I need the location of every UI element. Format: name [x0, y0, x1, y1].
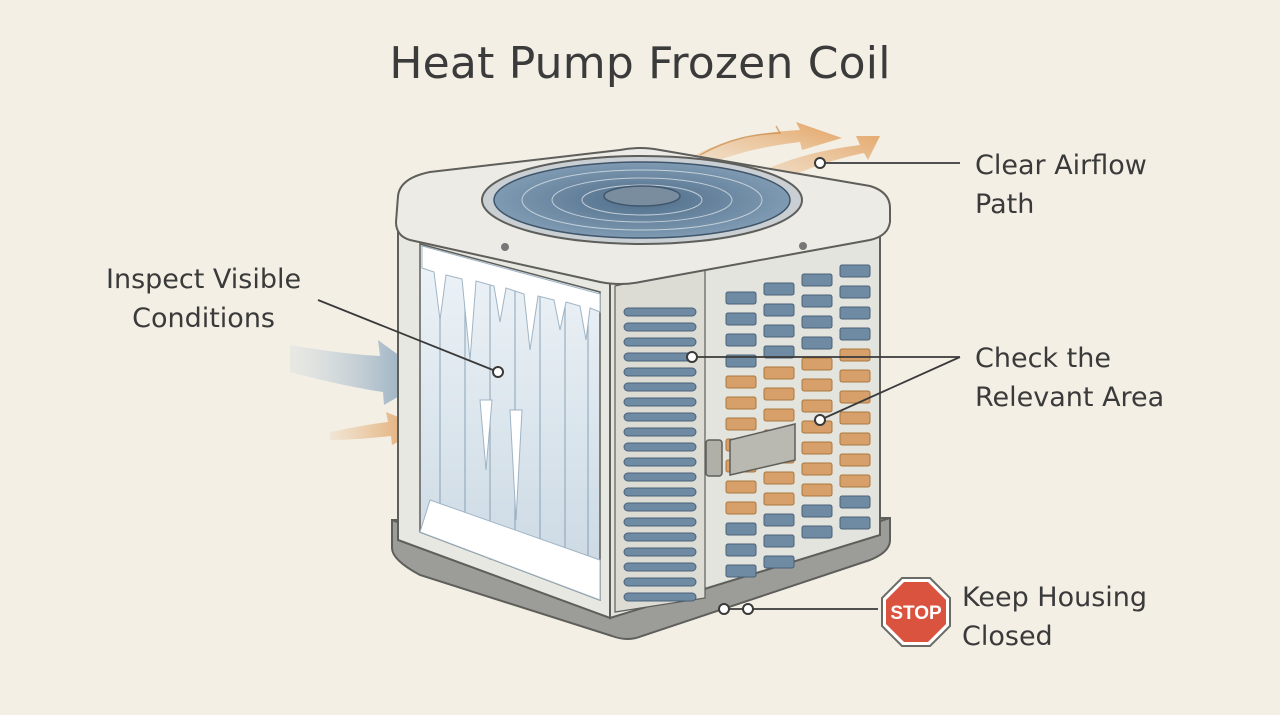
- leader-dots: [492, 157, 826, 615]
- leader-inspect: [317, 299, 499, 373]
- vent-slot: [623, 427, 697, 437]
- stop-sign-icon: STOP: [881, 577, 951, 647]
- callout-check-line2: Relevant Area: [975, 382, 1165, 413]
- vent-slot: [839, 285, 871, 299]
- vent-slot: [839, 495, 871, 509]
- vent-slot: [801, 504, 833, 518]
- vent-slot: [801, 525, 833, 539]
- vent-slot: [623, 592, 697, 602]
- callout-inspect-line1: Inspect Visible: [106, 264, 302, 295]
- callout-housing-line2: Closed: [962, 621, 1053, 652]
- callout-check-line1: Check the: [975, 343, 1111, 374]
- page-title: Heat Pump Frozen Coil: [389, 38, 891, 89]
- vent-slot: [725, 480, 757, 494]
- vent-slot: [763, 387, 795, 401]
- vent-slot: [839, 516, 871, 530]
- vent-slot: [801, 378, 833, 392]
- vent-slot: [623, 337, 697, 347]
- callout-inspect: Inspect Visible Conditions: [106, 260, 301, 338]
- vent-slot: [763, 513, 795, 527]
- vent-slot: [763, 408, 795, 422]
- vent-slot: [763, 555, 795, 569]
- vent-slot: [725, 291, 757, 305]
- vent-slot: [763, 534, 795, 548]
- vent-slot: [725, 354, 757, 368]
- vent-slot: [763, 492, 795, 506]
- side-panel: [609, 220, 881, 620]
- vent-slot: [725, 375, 757, 389]
- vent-slot: [839, 369, 871, 383]
- vent-slot: [623, 457, 697, 467]
- callout-airflow: Clear Airflow Path: [975, 146, 1147, 224]
- vent-slot: [801, 399, 833, 413]
- callout-housing-line1: Keep Housing: [962, 582, 1148, 613]
- vent-slot: [725, 312, 757, 326]
- vent-slot: [623, 397, 697, 407]
- vent-slot: [623, 517, 697, 527]
- callout-housing: Keep Housing Closed: [962, 578, 1147, 656]
- vent-slot: [623, 382, 697, 392]
- vent-slot: [839, 453, 871, 467]
- vent-slot: [623, 577, 697, 587]
- vent-slot: [801, 357, 833, 371]
- vent-slot: [839, 348, 871, 362]
- vent-slot: [725, 396, 757, 410]
- vent-slot: [839, 411, 871, 425]
- vent-slot: [725, 564, 757, 578]
- vent-slot: [623, 352, 697, 362]
- vent-slot: [725, 501, 757, 515]
- callout-airflow-line2: Path: [975, 189, 1035, 220]
- vent-slot: [623, 307, 697, 317]
- vent-slot: [839, 327, 871, 341]
- vent-slot: [623, 367, 697, 377]
- vent-slot: [801, 441, 833, 455]
- vent-slot: [725, 417, 757, 431]
- vent-slot: [763, 366, 795, 380]
- vent-slot: [763, 324, 795, 338]
- stop-sign-text: STOP: [890, 603, 942, 624]
- vent-slot: [623, 472, 697, 482]
- vent-slot: [839, 474, 871, 488]
- leader-check: [692, 356, 961, 421]
- vent-slot: [801, 336, 833, 350]
- vent-slot: [623, 547, 697, 557]
- vent-slot: [623, 442, 697, 452]
- front-coil-face: [397, 220, 611, 620]
- vent-slot: [839, 306, 871, 320]
- callout-check: Check the Relevant Area: [975, 339, 1164, 417]
- vent-slot: [801, 462, 833, 476]
- unit-top: [394, 147, 891, 285]
- vent-slot: [839, 390, 871, 404]
- vent-slot: [763, 282, 795, 296]
- vent-slot: [725, 333, 757, 347]
- vent-slot: [839, 264, 871, 278]
- vent-slot: [801, 273, 833, 287]
- vent-slot: [763, 345, 795, 359]
- vent-slot: [623, 487, 697, 497]
- vent-slot: [623, 502, 697, 512]
- vent-slot: [725, 543, 757, 557]
- vent-slot: [623, 562, 697, 572]
- callout-airflow-line1: Clear Airflow: [975, 150, 1147, 181]
- vent-slots-left: [623, 307, 697, 602]
- vent-slot: [801, 483, 833, 497]
- vent-slot: [801, 294, 833, 308]
- vent-slot: [623, 322, 697, 332]
- vent-slot: [763, 471, 795, 485]
- vent-slot: [763, 303, 795, 317]
- vent-slot: [725, 522, 757, 536]
- vent-slot: [623, 532, 697, 542]
- vent-slot: [623, 412, 697, 422]
- vent-slot: [801, 315, 833, 329]
- callout-inspect-line2: Conditions: [132, 303, 276, 334]
- vent-slot: [839, 432, 871, 446]
